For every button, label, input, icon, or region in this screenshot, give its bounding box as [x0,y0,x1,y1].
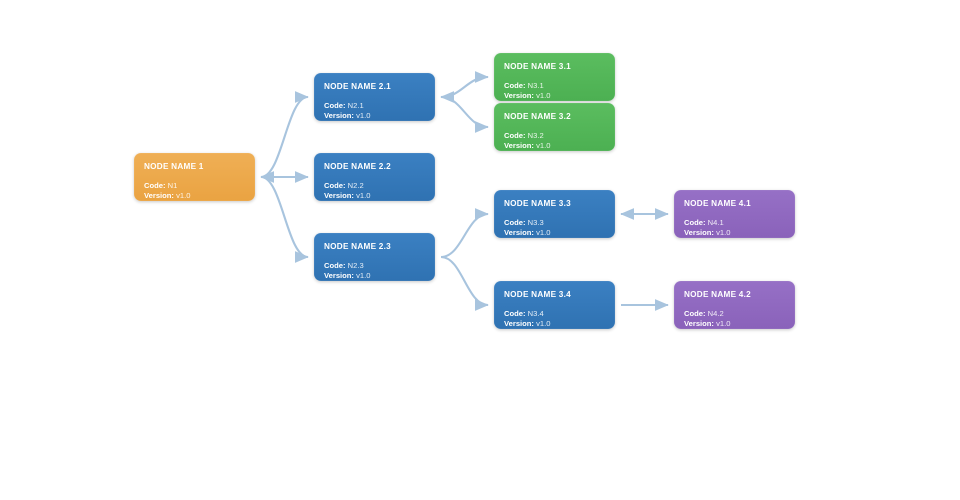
node-code-row: Code: N3.4 [504,309,605,319]
node-version-row: Version: v1.0 [504,141,605,151]
node-code-value: N4.1 [707,218,724,227]
node-version-value: v1.0 [176,190,191,200]
node-code-row: Code: N3.2 [504,131,605,141]
node-version-row: Version: v1.0 [504,91,605,101]
node-version-row: Version: v1.0 [504,228,605,238]
node-title: NODE NAME 3.4 [504,290,571,299]
node-title: NODE NAME 2.2 [324,162,391,171]
node-code-value: N3.4 [527,309,544,318]
node-version-row: Version: v1.0 [324,191,425,201]
node-version-label: Version: [504,140,534,150]
node-version-value: v1.0 [356,270,371,280]
node-version-value: v1.0 [716,318,731,328]
node-version-row: Version: v1.0 [504,319,605,329]
node-code-label: Code: [504,218,526,227]
node-version-value: v1.0 [536,140,551,150]
node-title: NODE NAME 3.3 [504,199,571,208]
node-code-value: N3.3 [527,218,544,227]
node-version-label: Version: [504,227,534,237]
node-version-value: v1.0 [536,90,551,100]
node-version-row: Version: v1.0 [684,228,785,238]
node-code-label: Code: [324,261,346,270]
edge-n1-to-n2-1 [260,91,309,179]
node-code-row: Code: N1 [144,181,245,191]
node-title: NODE NAME 3.2 [504,112,571,121]
edge-n2-1-to-n3-2 [440,95,489,133]
node-version-value: v1.0 [716,227,731,237]
node-code-label: Code: [324,101,346,110]
node-version-label: Version: [324,270,354,280]
node-title: NODE NAME 3.1 [504,62,571,71]
node-code-row: Code: N2.2 [324,181,425,191]
node-code-value: N3.2 [527,131,544,140]
edge-n1-to-n2-3 [260,175,309,263]
node-version-label: Version: [324,110,354,120]
node-version-label: Version: [684,318,714,328]
node-version-row: Version: v1.0 [324,111,425,121]
node-version-label: Version: [504,90,534,100]
node-title: NODE NAME 1 [144,162,204,171]
node-code-value: N1 [167,181,178,190]
node-version-row: Version: v1.0 [144,191,245,201]
node-version-label: Version: [504,318,534,328]
node-version-label: Version: [324,190,354,200]
node-code-value: N2.2 [347,181,364,190]
node-version-label: Version: [144,190,174,200]
edge-n2-3-to-n3-4 [440,255,489,311]
node-title: NODE NAME 4.2 [684,290,751,299]
node-code-label: Code: [324,181,346,190]
node-code-value: N2.3 [347,261,364,270]
node-code-row: Code: N4.1 [684,218,785,228]
node-code-row: Code: N3.1 [504,81,605,91]
node-version-value: v1.0 [536,227,551,237]
node-code-row: Code: N3.3 [504,218,605,228]
node-version-value: v1.0 [356,110,371,120]
node-code-row: Code: N2.1 [324,101,425,111]
node-version-row: Version: v1.0 [324,271,425,281]
node-code-row: Code: N2.3 [324,261,425,271]
node-code-label: Code: [144,181,166,190]
node-code-value: N2.1 [347,101,364,110]
node-title: NODE NAME 2.3 [324,242,391,251]
node-title: NODE NAME 4.1 [684,199,751,208]
edge-n2-1-to-n3-1 [440,71,489,103]
node-code-row: Code: N4.2 [684,309,785,319]
node-version-value: v1.0 [536,318,551,328]
node-code-value: N3.1 [527,81,544,90]
node-title: NODE NAME 2.1 [324,82,391,91]
node-version-label: Version: [684,227,714,237]
edge-n2-3-to-n3-3 [440,208,489,259]
node-code-label: Code: [684,218,706,227]
node-version-value: v1.0 [356,190,371,200]
node-code-value: N4.2 [707,309,724,318]
node-code-label: Code: [504,81,526,90]
node-version-row: Version: v1.0 [684,319,785,329]
node-code-label: Code: [684,309,706,318]
node-code-label: Code: [504,131,526,140]
node-code-label: Code: [504,309,526,318]
